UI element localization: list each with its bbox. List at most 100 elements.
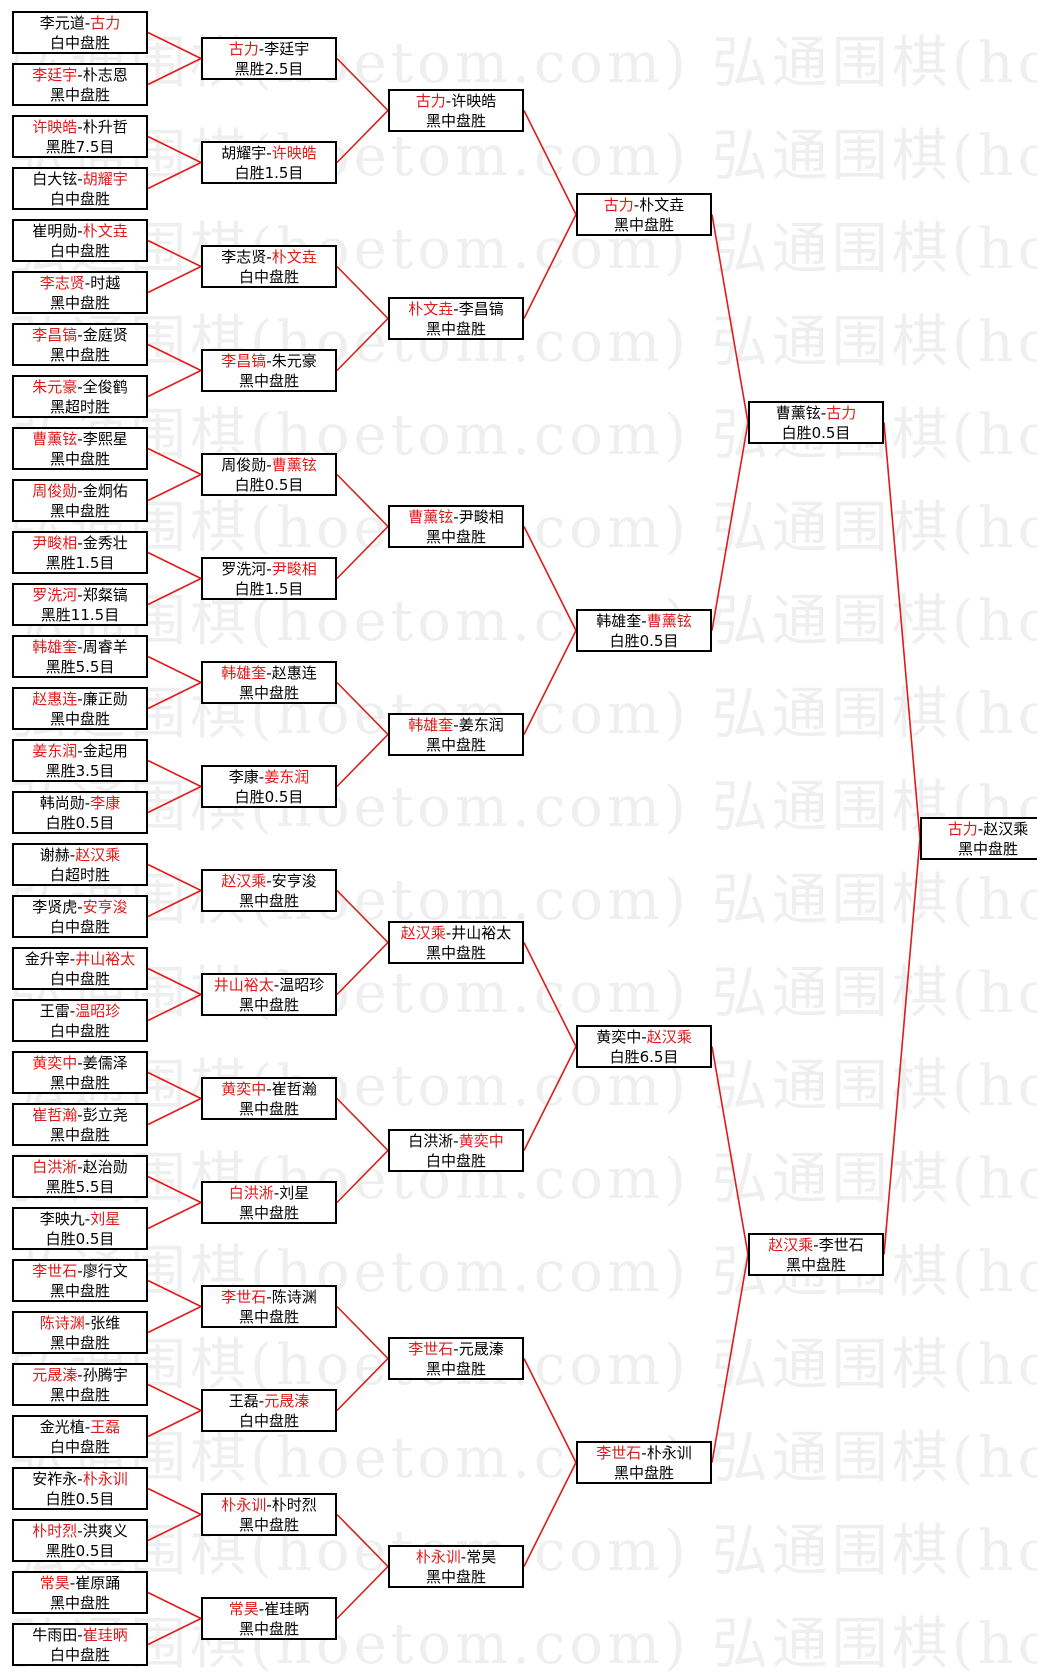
player-2-name: 金秀壮 (82, 533, 128, 552)
match-box: 李世石-陈诗渊黑中盘胜 (201, 1285, 337, 1328)
match-players: 尹畯相-金秀壮 (32, 533, 127, 553)
match-players: 安祚永-朴永训 (32, 1469, 127, 1489)
match-players: 王磊-元晟溱 (229, 1391, 309, 1411)
player-2-name: 尹畯相 (458, 507, 504, 526)
player-2-name: 周睿羊 (82, 637, 128, 656)
match-players: 李世石-朴永训 (596, 1443, 691, 1463)
bracket-connector (523, 630, 577, 735)
bracket-connector (147, 1097, 202, 1126)
player-1-name: 金升宰 (24, 949, 70, 968)
player-1-name: 李志贤 (221, 247, 267, 266)
bracket-connector (336, 733, 389, 788)
player-2-name: 赵汉乘 (75, 845, 121, 864)
match-players: 胡耀宇-许映皓 (221, 143, 316, 163)
match-players: 古力-许映皓 (416, 91, 496, 111)
match-box: 古力-赵汉乘黑中盘胜 (920, 817, 1037, 860)
match-result: 黑中盘胜 (49, 1385, 110, 1404)
bracket-connector (336, 57, 389, 112)
match-box: 黄奕中-赵汉乘白胜6.5目 (576, 1025, 712, 1068)
player-2-name: 许映皓 (271, 143, 317, 162)
player-2-name: 朴文垚 (271, 247, 317, 266)
bracket-connector (147, 135, 202, 164)
match-box: 古力-许映皓黑中盘胜 (388, 89, 524, 132)
match-result: 白中盘胜 (49, 969, 110, 988)
versus-dash: - (77, 897, 83, 916)
bracket-connector (147, 577, 202, 606)
player-1-name: 姜东润 (32, 741, 78, 760)
match-players: 牛雨田-崔珪昞 (32, 1625, 127, 1645)
match-players: 李世石-元晟溱 (408, 1339, 503, 1359)
player-2-name: 全俊鹤 (82, 377, 128, 396)
player-2-name: 尹畯相 (271, 559, 317, 578)
match-result: 黑中盘胜 (425, 111, 486, 130)
match-box: 许映皓-朴升哲黑胜7.5目 (12, 115, 148, 158)
player-2-name: 常昊 (466, 1547, 497, 1566)
player-2-name: 李昌镐 (458, 299, 504, 318)
player-1-name: 白洪淅 (228, 1183, 274, 1202)
bracket-connector (147, 1201, 202, 1230)
bracket-connector (336, 1305, 389, 1360)
match-players: 曹薰铉-古力 (776, 403, 856, 423)
match-result: 黑中盘胜 (49, 449, 110, 468)
match-players: 李世石-廖行文 (32, 1261, 127, 1281)
player-2-name: 安亨浚 (271, 871, 317, 890)
match-players: 罗洗河-郑粲镐 (32, 585, 127, 605)
player-1-name: 元晟溱 (32, 1365, 78, 1384)
versus-dash: - (77, 689, 83, 708)
versus-dash: - (266, 559, 272, 578)
match-players: 井山裕太-温昭珍 (214, 975, 324, 995)
match-result: 黑中盘胜 (425, 319, 486, 338)
player-1-name: 崔哲瀚 (32, 1105, 78, 1124)
match-players: 李康-姜东润 (229, 767, 309, 787)
versus-dash: - (258, 1391, 265, 1410)
versus-dash: - (77, 1105, 83, 1124)
player-2-name: 彭立尧 (82, 1105, 128, 1124)
versus-dash: - (453, 507, 459, 526)
match-result: 白中盘胜 (49, 33, 110, 52)
player-2-name: 朴志恩 (82, 65, 128, 84)
bracket-connector (147, 993, 202, 1022)
match-players: 元晟溱-孙腾宇 (32, 1365, 127, 1385)
match-result: 黑中盘胜 (613, 215, 674, 234)
match-result: 黑中盘胜 (425, 735, 486, 754)
match-players: 崔明勋-朴文垚 (32, 221, 127, 241)
match-box: 李康-姜东润白胜0.5目 (201, 765, 337, 808)
match-result: 白胜0.5目 (781, 423, 851, 442)
match-players: 常昊-崔原踊 (40, 1573, 120, 1593)
versus-dash: - (84, 273, 91, 292)
match-box: 周俊勋-金炯佑黑中盘胜 (12, 479, 148, 522)
player-1-name: 黄奕中 (32, 1053, 78, 1072)
player-1-name: 王磊 (228, 1391, 259, 1410)
match-result: 黑中盘胜 (425, 1359, 486, 1378)
versus-dash: - (84, 793, 91, 812)
match-box: 王雷-温昭珍白中盘胜 (12, 999, 148, 1042)
match-box: 崔哲瀚-彭立尧黑中盘胜 (12, 1103, 148, 1146)
bracket-connector (147, 369, 202, 398)
bracket-connector (523, 1462, 577, 1567)
match-result: 白中盘胜 (49, 1437, 110, 1456)
player-2-name: 廖行文 (82, 1261, 128, 1280)
match-result: 黑胜5.5目 (45, 657, 115, 676)
match-players: 白洪淅-赵治勋 (32, 1157, 127, 1177)
player-2-name: 姜儒泽 (82, 1053, 128, 1072)
match-result: 黑中盘胜 (238, 1515, 299, 1534)
player-1-name: 韩雄奎 (408, 715, 454, 734)
match-result: 黑中盘胜 (238, 1203, 299, 1222)
player-1-name: 古力 (603, 195, 634, 214)
match-result: 黑中盘胜 (49, 1281, 110, 1300)
match-box: 朴永训-朴时烈黑中盘胜 (201, 1493, 337, 1536)
versus-dash: - (453, 1339, 459, 1358)
match-players: 朱元豪-全俊鹤 (32, 377, 127, 397)
bracket-connector (336, 1513, 389, 1568)
player-1-name: 白大铉 (32, 169, 78, 188)
match-box: 安祚永-朴永训白胜0.5目 (12, 1467, 148, 1510)
player-1-name: 李昌镐 (32, 325, 78, 344)
bracket-connector (147, 1071, 202, 1100)
match-players: 黄奕中-崔哲瀚 (221, 1079, 316, 1099)
bracket-connector (336, 317, 389, 372)
player-2-name: 崔珪昞 (82, 1625, 128, 1644)
match-players: 赵汉乘-李世石 (768, 1235, 863, 1255)
versus-dash: - (453, 1131, 459, 1150)
match-players: 白大铉-胡耀宇 (32, 169, 127, 189)
match-box: 李贤虎-安亨浚白中盘胜 (12, 895, 148, 938)
